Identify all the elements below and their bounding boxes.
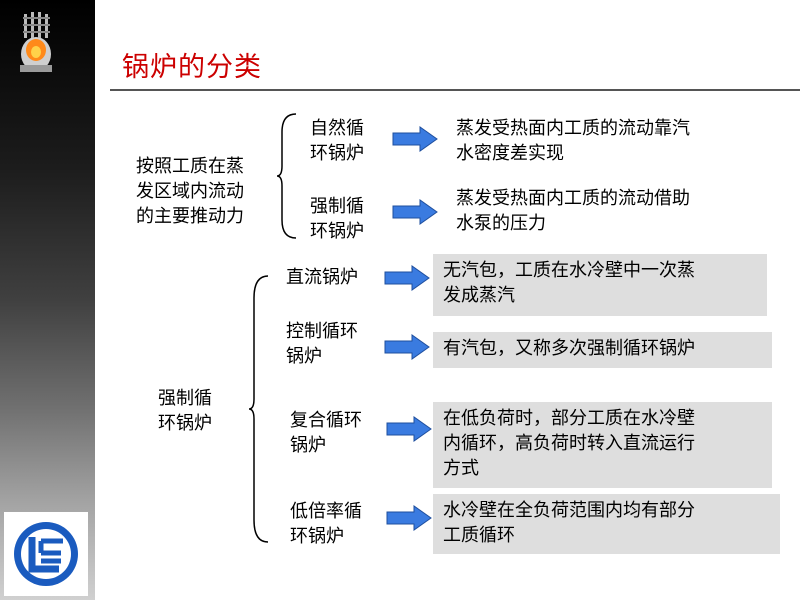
arrow-right-icon <box>392 199 438 225</box>
arrow-right-icon <box>384 265 430 291</box>
section2-row1-name: 直流锅炉 <box>286 267 358 288</box>
section2-row1-desc: 无汽包，工质在水冷壁中一次蒸 发成蒸汽 <box>433 254 767 316</box>
section2-row3-desc: 在低负荷时，部分工质在水冷壁 内循环，高负荷时转入直流运行 方式 <box>433 402 772 488</box>
arrow-right-icon <box>386 416 432 442</box>
section1-row2-name: 强制循 环锅炉 <box>310 196 364 242</box>
section1-label: 按照工质在蒸 发区域内流动 的主要推动力 <box>136 156 244 227</box>
company-logo-icon <box>14 522 78 586</box>
section2-row2-desc: 有汽包，又称多次强制循环锅炉 <box>433 332 772 368</box>
section1-row2-desc: 蒸发受热面内工质的流动借助 水泵的压力 <box>456 188 690 234</box>
section1-row1-desc: 蒸发受热面内工质的流动靠汽 水密度差实现 <box>456 118 690 164</box>
arrow-right-icon <box>392 126 438 152</box>
section1-brace <box>276 113 297 239</box>
sidebar-panel <box>0 0 95 600</box>
section2-row4-name: 低倍率循 环锅炉 <box>290 501 362 547</box>
arrow-right-icon <box>384 334 430 360</box>
arrow-right-icon <box>386 505 432 531</box>
boiler-icon <box>20 12 52 72</box>
section2-label: 强制循 环锅炉 <box>158 388 212 434</box>
page-title: 锅炉的分类 <box>122 52 262 83</box>
section1-row1-name: 自然循 环锅炉 <box>310 118 364 164</box>
section2-row3-name: 复合循环 锅炉 <box>290 410 362 456</box>
section2-brace <box>248 275 269 543</box>
section2-row2-name: 控制循环 锅炉 <box>286 321 358 367</box>
logo-container <box>4 512 88 596</box>
section2-row4-desc: 水冷壁在全负荷范围内均有部分 工质循环 <box>433 494 780 554</box>
title-divider <box>110 89 800 91</box>
